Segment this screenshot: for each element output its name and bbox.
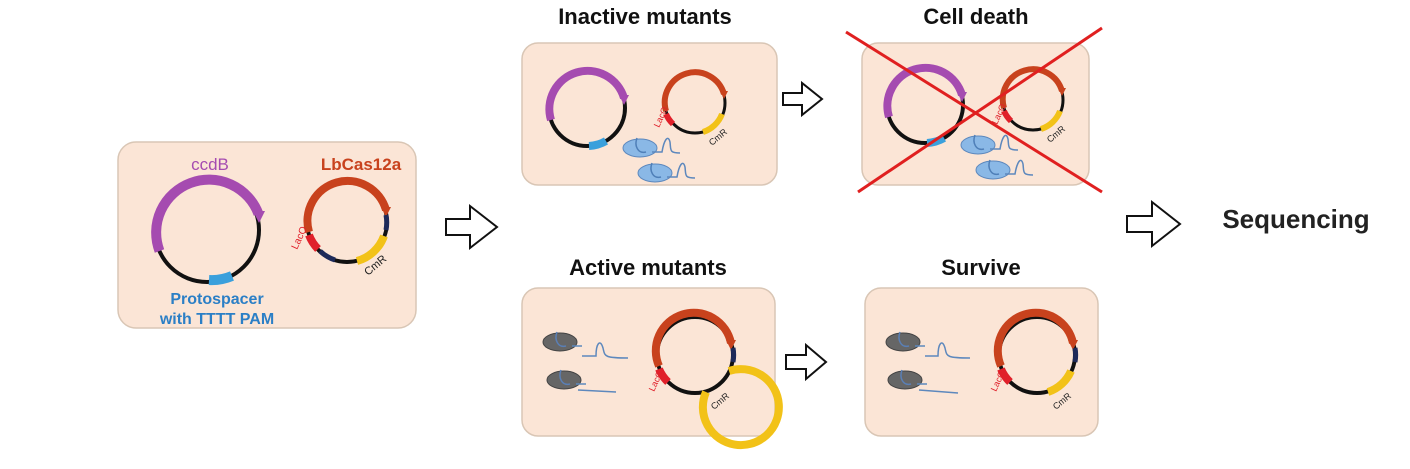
lbcas12a-plasmid (651, 308, 783, 450)
arrow-right-icon (445, 203, 499, 251)
cross-mark-icon (845, 26, 1103, 194)
lbcas12a-label: LbCas12a (321, 155, 402, 174)
protospacer-label-line1: Protospacer (170, 291, 263, 308)
lbcas12a-plasmid (661, 69, 728, 135)
cell-death-cell: Cell death LacO CmR (845, 4, 1103, 194)
initial-cell: ccdB LbCas12a LacO CmR Protospacer with … (117, 141, 417, 329)
arrow-right-icon (1126, 199, 1182, 249)
survive-cell: Survive LacO CmR (864, 255, 1099, 437)
arrow-right-icon (785, 342, 828, 382)
active-mutants-cell: Active mutants LacO CmR (521, 255, 783, 450)
lbcas12a-plasmid (303, 176, 391, 265)
ccdb-plasmid (545, 66, 629, 150)
survive-title: Survive (941, 255, 1021, 280)
protospacer-label-line2: with TTTT PAM (159, 311, 274, 328)
lbcas12a-plasmid (993, 308, 1079, 396)
cell-death-title: Cell death (923, 4, 1028, 29)
inactive-mutants-cell: Inactive mutants LacO CmR (521, 4, 778, 186)
inactive-mutants-title: Inactive mutants (558, 4, 732, 29)
active-mutants-title: Active mutants (569, 255, 727, 280)
ccdb-plasmid (151, 174, 265, 286)
ccdb-label: ccdB (191, 155, 229, 174)
arrow-right-icon (782, 80, 824, 118)
sequencing-label: Sequencing (1222, 204, 1369, 234)
